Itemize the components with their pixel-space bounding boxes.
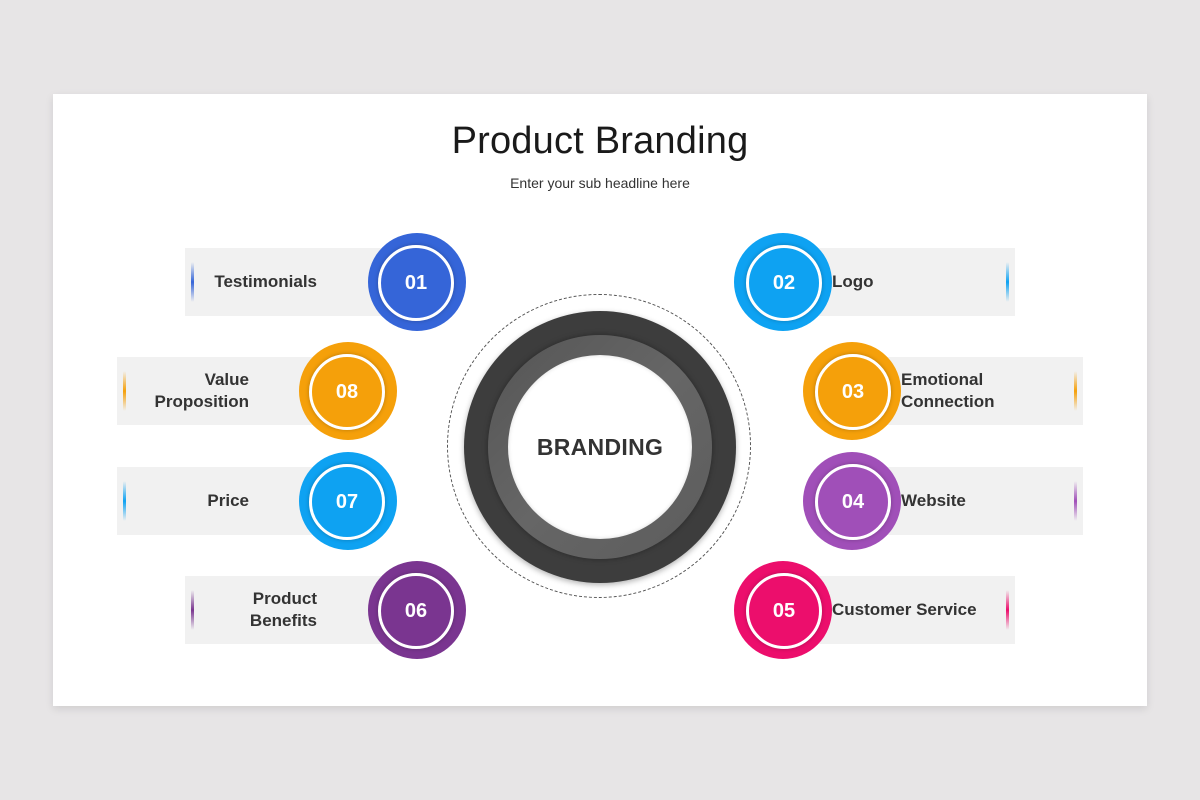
accent-bar — [123, 481, 126, 521]
accent-bar — [1074, 371, 1077, 411]
number-badge-05: 05 — [746, 573, 822, 649]
accent-bar — [1006, 590, 1009, 630]
item-label: Logo — [832, 272, 874, 291]
accent-bar — [123, 371, 126, 411]
item-label: Price — [207, 491, 249, 510]
accent-bar — [191, 262, 194, 302]
item-label: Product Benefits — [249, 589, 317, 630]
slide-subtitle: Enter your sub headline here — [510, 175, 690, 191]
number-badge-06: 06 — [378, 573, 454, 649]
hub-core: BRANDING — [508, 355, 692, 539]
number-badge-03: 03 — [815, 354, 891, 430]
accent-bar — [1006, 262, 1009, 302]
item-label: Emotional Connection — [901, 370, 995, 411]
number-badge-04: 04 — [815, 464, 891, 540]
item-label: Customer Service — [832, 600, 977, 619]
dashed-orbit-ring — [447, 294, 751, 598]
slide-title: Product Branding — [451, 120, 749, 162]
hub-label: BRANDING — [536, 433, 664, 460]
accent-bar — [1074, 481, 1077, 521]
item-label: Value Proposition — [154, 370, 249, 411]
number-badge-08: 08 — [309, 354, 385, 430]
number-badge-07: 07 — [309, 464, 385, 540]
item-label: Website — [901, 491, 966, 510]
item-label: Testimonials — [214, 272, 317, 291]
accent-bar — [191, 590, 194, 630]
number-badge-02: 02 — [746, 245, 822, 321]
number-badge-01: 01 — [378, 245, 454, 321]
